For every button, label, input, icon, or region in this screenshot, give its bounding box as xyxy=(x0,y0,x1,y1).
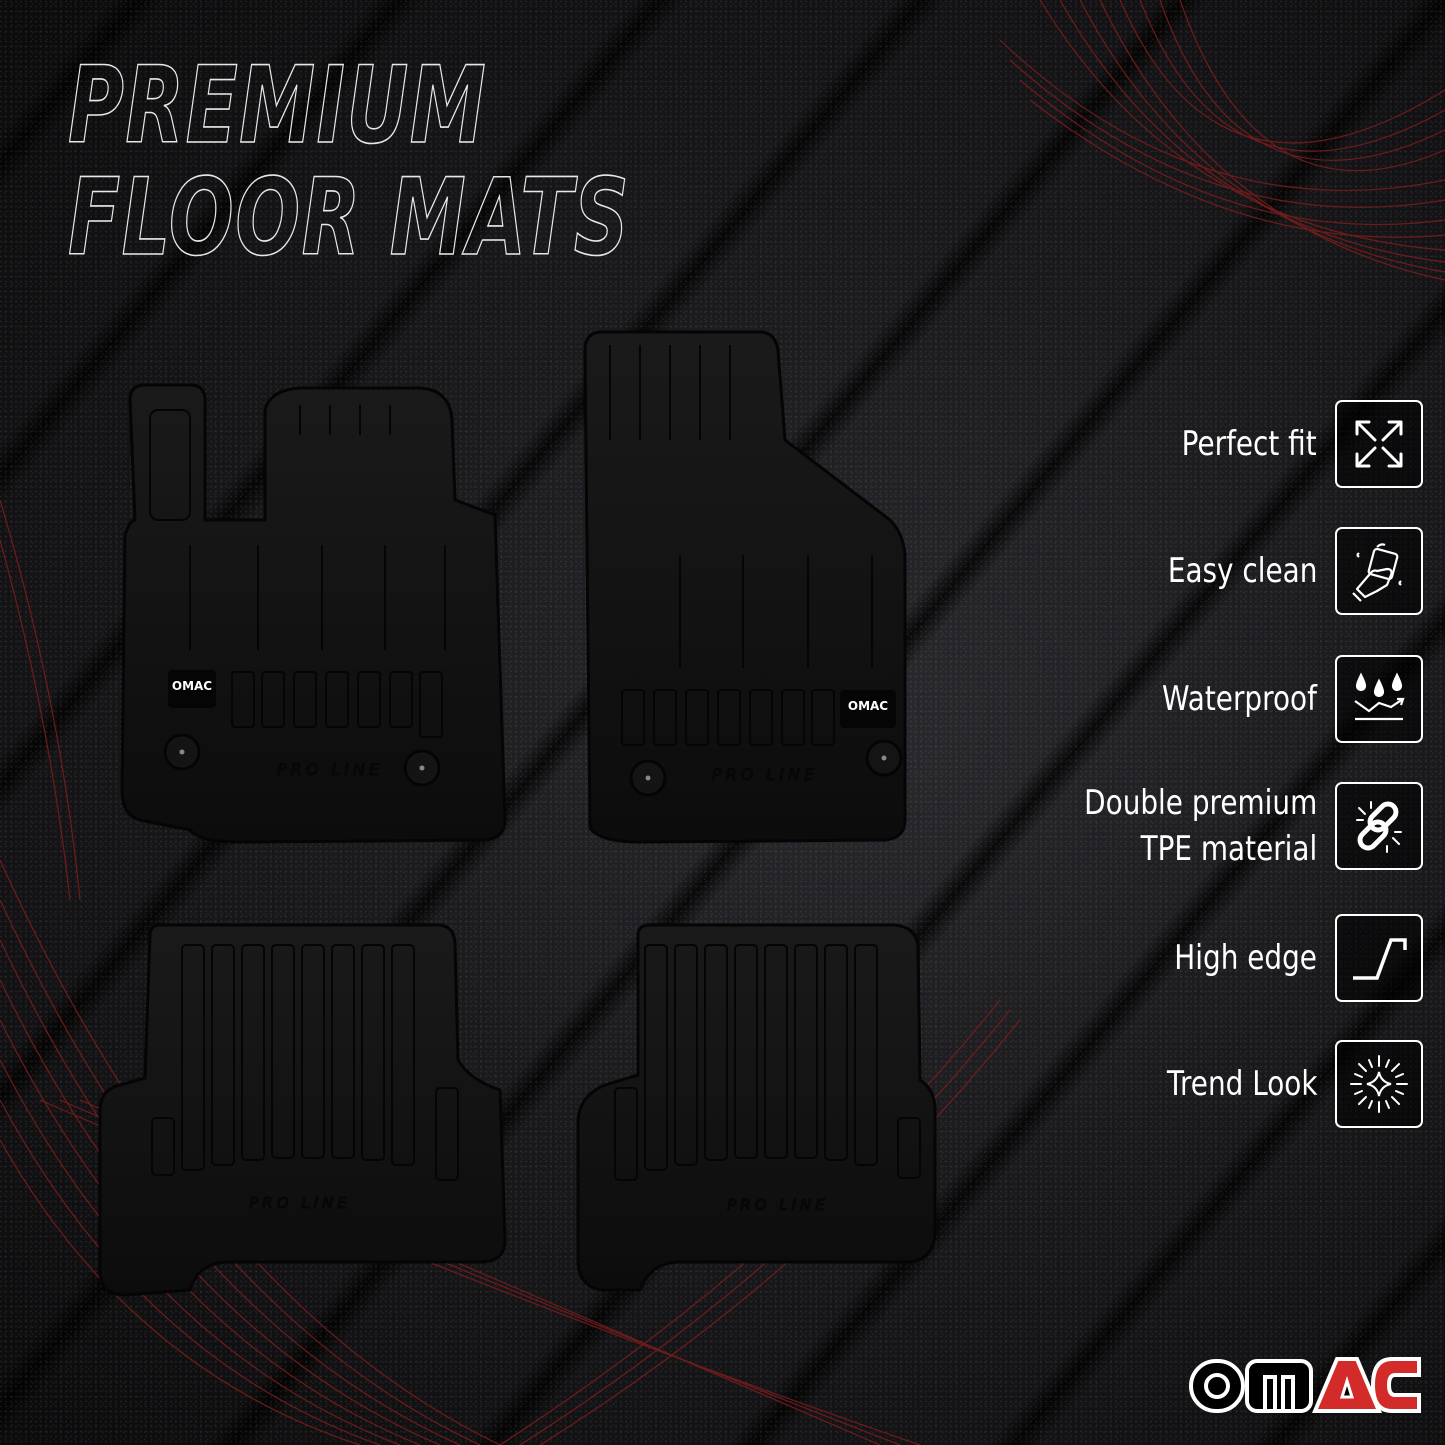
feature-waterproof: Waterproof xyxy=(1003,653,1423,745)
omac-badge: OMAC xyxy=(848,699,888,713)
feature-label: Waterproof xyxy=(1162,679,1317,719)
feature-label: Perfect fit xyxy=(1181,424,1317,464)
pro-line-emboss: PRO LINE xyxy=(277,760,383,779)
pro-line-emboss: PRO LINE xyxy=(249,1194,351,1212)
front-right-mat: OMAC PRO LINE xyxy=(583,330,907,844)
rear-right-mat: PRO LINE xyxy=(576,923,937,1292)
feature-label: High edge xyxy=(1174,938,1317,978)
front-left-mat: OMAC PRO LINE xyxy=(120,383,507,844)
feature-trend-look: Trend Look xyxy=(1003,1038,1423,1130)
sparkle-icon xyxy=(1335,1040,1423,1128)
chain-link-icon xyxy=(1335,782,1423,870)
hand-wipe-icon xyxy=(1335,527,1423,615)
raised-edge-icon xyxy=(1335,914,1423,1002)
water-drops-icon xyxy=(1335,655,1423,743)
feature-label: Double premium TPE material xyxy=(1083,783,1317,869)
title-line-1: PREMIUM xyxy=(67,44,488,167)
title-line-2: FLOOR MATS xyxy=(67,156,631,279)
feature-high-edge: High edge xyxy=(1003,912,1423,1004)
expand-arrows-icon xyxy=(1335,400,1423,488)
feature-tpe-material: Double premium TPE material xyxy=(1003,780,1423,872)
omac-badge: OMAC xyxy=(172,679,212,693)
omac-logo xyxy=(1187,1351,1423,1417)
feature-perfect-fit: Perfect fit xyxy=(1003,398,1423,490)
rear-left-mat: PRO LINE xyxy=(98,923,507,1297)
feature-label: Easy clean xyxy=(1167,551,1317,591)
pro-line-emboss: PRO LINE xyxy=(712,765,818,784)
pro-line-emboss: PRO LINE xyxy=(727,1196,829,1214)
page-title: PREMIUM FLOOR MATS xyxy=(67,44,631,279)
feature-easy-clean: Easy clean xyxy=(1003,525,1423,617)
feature-label: Trend Look xyxy=(1166,1064,1317,1104)
